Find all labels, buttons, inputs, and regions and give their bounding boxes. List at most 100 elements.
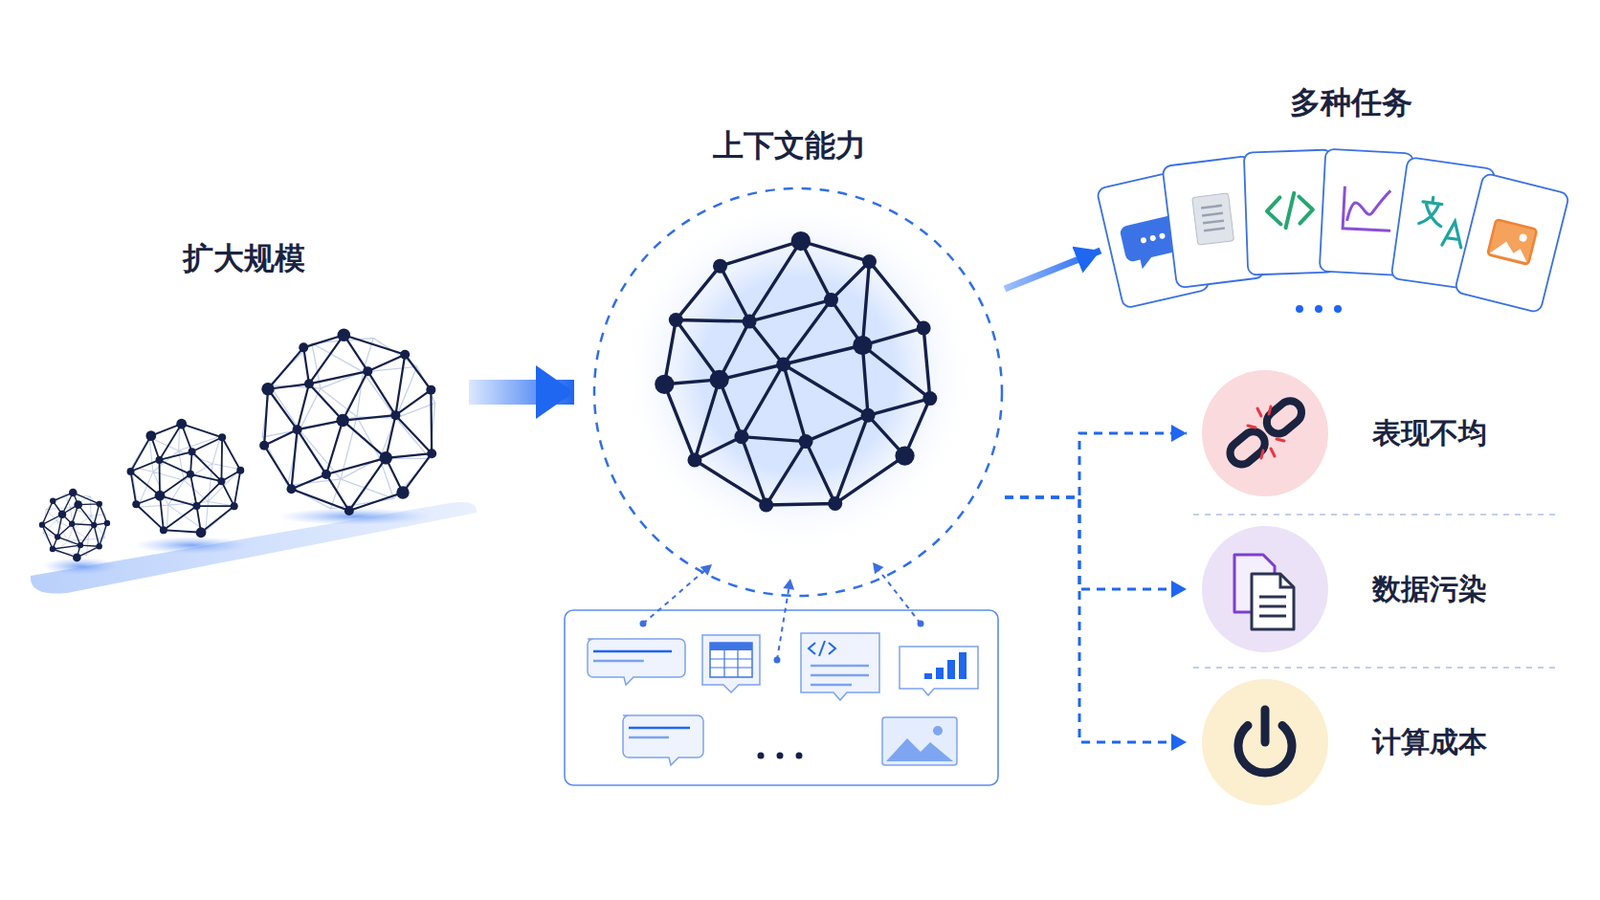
task-cards — [1314, 305, 1323, 313]
network-sphere-medium — [131, 423, 242, 534]
issue-icon — [1201, 679, 1329, 806]
network-sphere-large — [400, 350, 410, 360]
context-feed-arrow — [640, 562, 925, 665]
network-sphere-small — [49, 546, 56, 553]
issue-icon — [1247, 406, 1285, 459]
network-sphere-large — [298, 342, 309, 353]
network-sphere-medium — [155, 456, 164, 465]
connector-arrow — [1004, 497, 1187, 590]
issue-icon — [1186, 679, 1331, 806]
task-cards — [1518, 233, 1529, 244]
issue-icon — [1251, 574, 1294, 630]
scale-ramp — [30, 502, 477, 595]
network-sphere-central — [862, 254, 877, 269]
task-cards — [1295, 305, 1304, 313]
task-cards — [1416, 196, 1467, 248]
network-sphere-central — [791, 231, 811, 251]
network-sphere-central — [916, 320, 932, 335]
context-input-box — [933, 726, 943, 736]
network-sphere-small — [90, 522, 97, 529]
network-sphere-central — [758, 497, 774, 512]
network-sphere-medium — [236, 466, 245, 475]
task-group: 多种任务 — [1100, 81, 1579, 331]
network-sphere-large — [379, 451, 394, 466]
network-sphere-medium — [218, 433, 226, 442]
context-input-box — [810, 674, 869, 678]
node-label: 上下文能力 — [574, 124, 1005, 167]
context-input-box — [947, 660, 956, 680]
node-label: 表现不均 — [1372, 414, 1488, 453]
network-sphere-large — [259, 328, 437, 516]
network-sphere-large — [337, 328, 352, 342]
network-sphere-central — [687, 453, 702, 468]
connector-arrow — [1004, 250, 1101, 289]
network-sphere-medium — [186, 470, 195, 479]
context-input-box — [628, 727, 690, 731]
network-sphere-central — [712, 259, 728, 274]
network-sphere-medium — [217, 477, 225, 486]
network-sphere-small — [49, 498, 56, 505]
network-sphere-medium — [145, 430, 156, 442]
network-sphere-medium — [230, 502, 239, 511]
context-input-box — [810, 684, 852, 688]
network-sphere-central — [823, 292, 839, 308]
issue-item: 计算成本 — [1186, 679, 1503, 806]
context-input-box — [710, 643, 753, 678]
network-sphere-small — [54, 533, 61, 540]
network-sphere-small — [39, 488, 111, 563]
issue-icon — [1201, 679, 1329, 806]
network-sphere-medium — [192, 502, 200, 511]
context-input-box — [899, 646, 978, 696]
context-input-box — [628, 736, 669, 740]
network-sphere-small — [58, 510, 67, 519]
issue-icon — [1225, 426, 1270, 469]
context-feed-arrow — [877, 568, 921, 624]
issue-icon — [1280, 574, 1294, 588]
network-sphere-central — [922, 391, 937, 406]
separator-line — [1193, 666, 1561, 669]
task-cards — [1487, 219, 1537, 266]
context-input-box — [796, 753, 803, 760]
network-sphere-central — [861, 408, 876, 423]
network-sphere-large — [261, 382, 275, 397]
context-circle: 上下文能力 — [574, 124, 1005, 603]
network-sphere-large — [292, 424, 303, 435]
network-sphere-large — [425, 385, 436, 396]
network-sphere-small — [72, 554, 82, 563]
network-sphere-central — [852, 335, 872, 356]
scale-ramp — [277, 508, 431, 526]
issue-icon — [1261, 710, 1270, 743]
context-feed-arrow — [700, 564, 712, 577]
scale-ramp — [30, 502, 477, 595]
network-sphere-large — [362, 366, 373, 377]
network-sphere-central — [742, 314, 757, 330]
network-sphere-central — [894, 445, 914, 466]
separator-line — [1193, 514, 1561, 668]
context-input-box — [882, 717, 957, 766]
network-sphere-large — [390, 410, 400, 421]
issue-icon — [1186, 370, 1331, 497]
issue-icon — [1201, 526, 1329, 653]
task-cards — [1192, 193, 1235, 245]
network-sphere-small — [68, 488, 78, 498]
network-sphere-central — [827, 496, 843, 512]
context-feed-arrow — [782, 578, 795, 591]
context-input-box — [808, 641, 836, 657]
context-input-box — [587, 639, 686, 686]
network-sphere-small — [68, 521, 75, 528]
context-input-box — [710, 650, 753, 678]
issue-item: 表现不均 — [1186, 370, 1503, 497]
network-sphere-medium — [196, 527, 207, 538]
context-input-box — [800, 633, 880, 701]
network-sphere-medium — [159, 526, 168, 534]
node-label: 计算成本 — [1372, 723, 1488, 762]
network-sphere-central — [668, 312, 684, 328]
task-cards — [1201, 213, 1223, 217]
network-sphere-medium — [132, 500, 140, 509]
node-label: 多种任务 — [1123, 81, 1579, 124]
context-input-box — [935, 667, 944, 680]
network-sphere-medium — [127, 467, 135, 476]
network-sphere-large — [264, 334, 432, 512]
network-sphere-central — [654, 375, 674, 395]
scale-ramp — [42, 557, 119, 576]
